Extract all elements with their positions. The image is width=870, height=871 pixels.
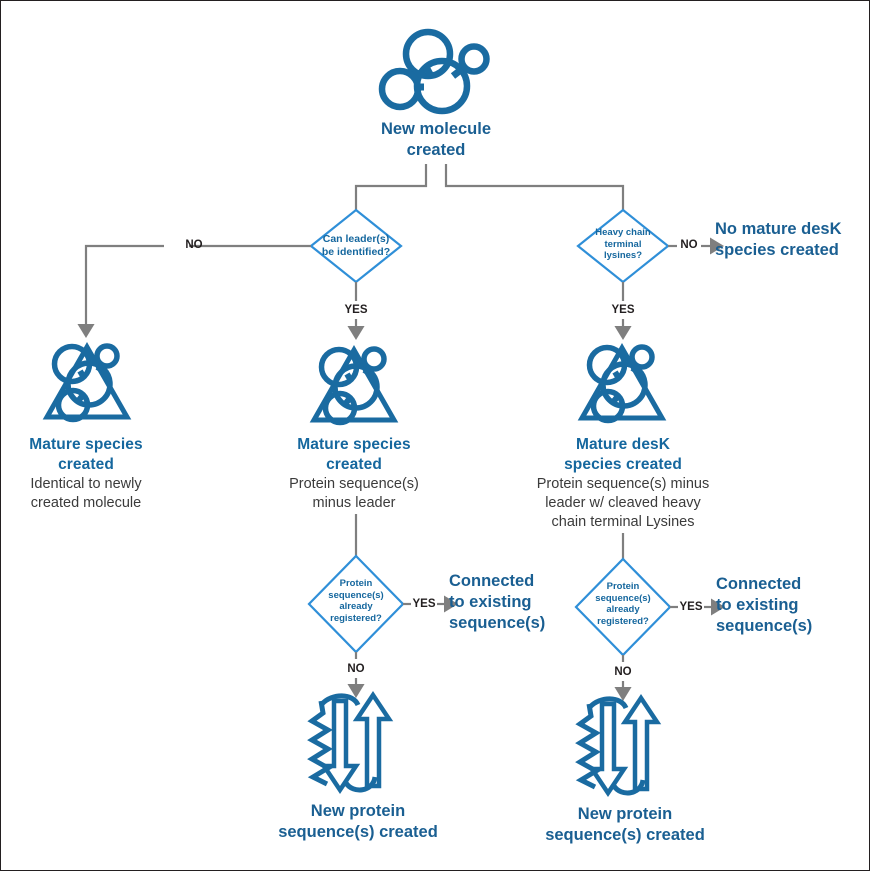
mature-left-desc-line1: Identical to newly — [30, 476, 142, 492]
mature-left-title-line2: created — [58, 456, 114, 473]
outcome-new-protein-middle: New protein sequence(s) created — [253, 801, 463, 843]
diamond-lysine-line2: terminal — [604, 238, 642, 250]
mature-left-desc-line2: created molecule — [30, 495, 142, 511]
protein-structure-icon-middle — [307, 690, 394, 795]
lysine-no-label: NO — [680, 239, 698, 251]
mature-right-title-line2: species created — [564, 456, 682, 473]
connected-middle-line1: Connected — [449, 572, 535, 590]
registered-right-line1: Protein — [606, 581, 640, 592]
registered-right-yes-label: YES — [679, 601, 703, 613]
diamond-lysine-line3: lysines? — [603, 250, 643, 261]
mature-species-icon-left — [42, 341, 132, 423]
registered-middle-line2: sequence(s) — [328, 589, 384, 601]
mature-right-desc-line1: Protein sequence(s) minus — [536, 476, 710, 492]
diamond-registered-middle-text: Protein sequence(s) already registered? — [309, 578, 403, 630]
outcome-mature-right: Mature desK species created Protein sequ… — [512, 435, 734, 532]
diamond-leader-line1: Can leader(s) — [322, 233, 390, 245]
root-label: New molecule created — [336, 119, 536, 161]
no-desk-line2: species created — [715, 241, 839, 259]
root-branch-connectors — [354, 164, 625, 210]
registered-right-line2: sequence(s) — [595, 592, 651, 604]
outcome-new-protein-right: New protein sequence(s) created — [520, 804, 730, 846]
mature-species-icon-middle — [309, 344, 399, 426]
diamond-lysine-text: Heavy chain terminal lysines? — [578, 227, 668, 267]
mature-middle-title-line2: created — [326, 456, 382, 473]
diamond-registered-right-text: Protein sequence(s) already registered? — [576, 581, 670, 633]
diamond-leader-line2: be identified? — [321, 245, 391, 258]
outcome-mature-middle: Mature species created Protein sequence(… — [274, 435, 434, 513]
root-label-line2: created — [406, 141, 466, 159]
mature-left-title-line1: Mature species — [29, 436, 143, 453]
diamond-leader-text: Can leader(s) be identified? — [311, 233, 401, 263]
registered-right-line3: already — [606, 604, 640, 615]
molecule-icon — [378, 28, 490, 115]
registered-middle-yes-label: YES — [412, 598, 436, 610]
connected-middle-line2: to existing — [449, 593, 532, 611]
connected-right-line1: Connected — [716, 575, 802, 593]
new-protein-right-line1: New protein — [577, 805, 673, 823]
outcome-mature-left: Mature species created Identical to newl… — [6, 435, 166, 513]
leader-yes-label: YES — [344, 304, 368, 316]
mature-species-icon-right — [577, 342, 667, 424]
mature-middle-desc-line1: Protein sequence(s) — [289, 476, 419, 492]
connected-right-line2: to existing — [716, 596, 799, 614]
root-label-line1: New molecule — [380, 120, 492, 138]
new-protein-middle-line1: New protein — [310, 802, 406, 820]
mature-middle-title-line1: Mature species — [297, 436, 411, 453]
outcome-no-desk: No mature desK species created — [715, 219, 865, 261]
registered-middle-line4: registered? — [330, 612, 382, 624]
registered-right-no-label: NO — [614, 666, 632, 678]
registered-right-line4: registered? — [597, 615, 649, 627]
connected-right-line3: sequence(s) — [716, 617, 813, 635]
new-protein-right-line2: sequence(s) created — [545, 826, 705, 844]
registered-middle-line1: Protein — [339, 578, 373, 589]
no-desk-line1: No mature desK — [715, 220, 842, 238]
outcome-connected-middle: Connected to existing sequence(s) — [449, 571, 569, 634]
lysine-yes-label: YES — [611, 304, 635, 316]
leader-no-connector — [77, 244, 311, 339]
registered-middle-line3: already — [339, 601, 373, 612]
leader-no-label: NO — [185, 239, 203, 251]
connected-middle-line3: sequence(s) — [449, 614, 546, 632]
registered-middle-no-label: NO — [347, 663, 365, 675]
mature-right-desc-line3: chain terminal Lysines — [551, 514, 695, 530]
protein-structure-icon-right — [575, 693, 662, 798]
outcome-connected-right: Connected to existing sequence(s) — [716, 574, 846, 637]
mature-right-title-line1: Mature desK — [575, 436, 671, 453]
new-protein-middle-line2: sequence(s) created — [278, 823, 438, 841]
mature-middle-desc-line2: minus leader — [312, 495, 396, 511]
mature-right-desc-line2: leader w/ cleaved heavy — [545, 495, 701, 511]
diamond-lysine-line1: Heavy chain — [595, 227, 651, 238]
